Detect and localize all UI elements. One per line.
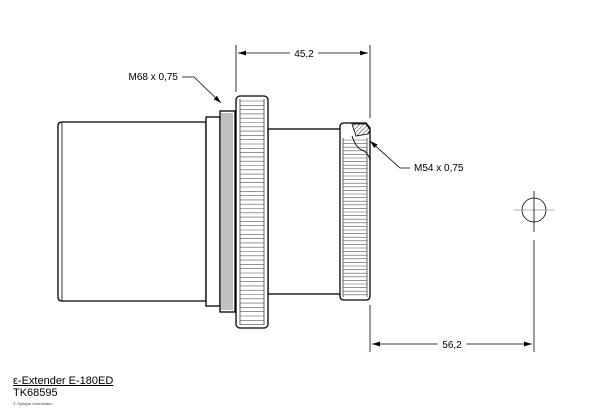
thread-m54-section	[351, 123, 371, 137]
front-tube	[267, 128, 343, 295]
product-code: TK68595	[13, 387, 58, 399]
main-knurled-ring	[235, 95, 269, 329]
dimension-lines	[182, 45, 535, 352]
dimension-top-label: 45,2	[294, 49, 314, 60]
step-collar	[205, 116, 221, 307]
crosshair-icon	[514, 191, 555, 232]
product-name: ε-Extender E-180ED	[13, 375, 114, 387]
rear-cylinder	[57, 121, 207, 302]
thread-right-callout: M54 x 0,75	[414, 163, 464, 174]
copyright: © Optique Unterlinden	[13, 401, 53, 406]
front-knurled-ring	[339, 122, 371, 301]
thread-left-callout: M68 x 0,75	[129, 72, 179, 83]
dimension-bottom-label: 56,2	[442, 340, 462, 351]
extender-body	[57, 95, 371, 329]
